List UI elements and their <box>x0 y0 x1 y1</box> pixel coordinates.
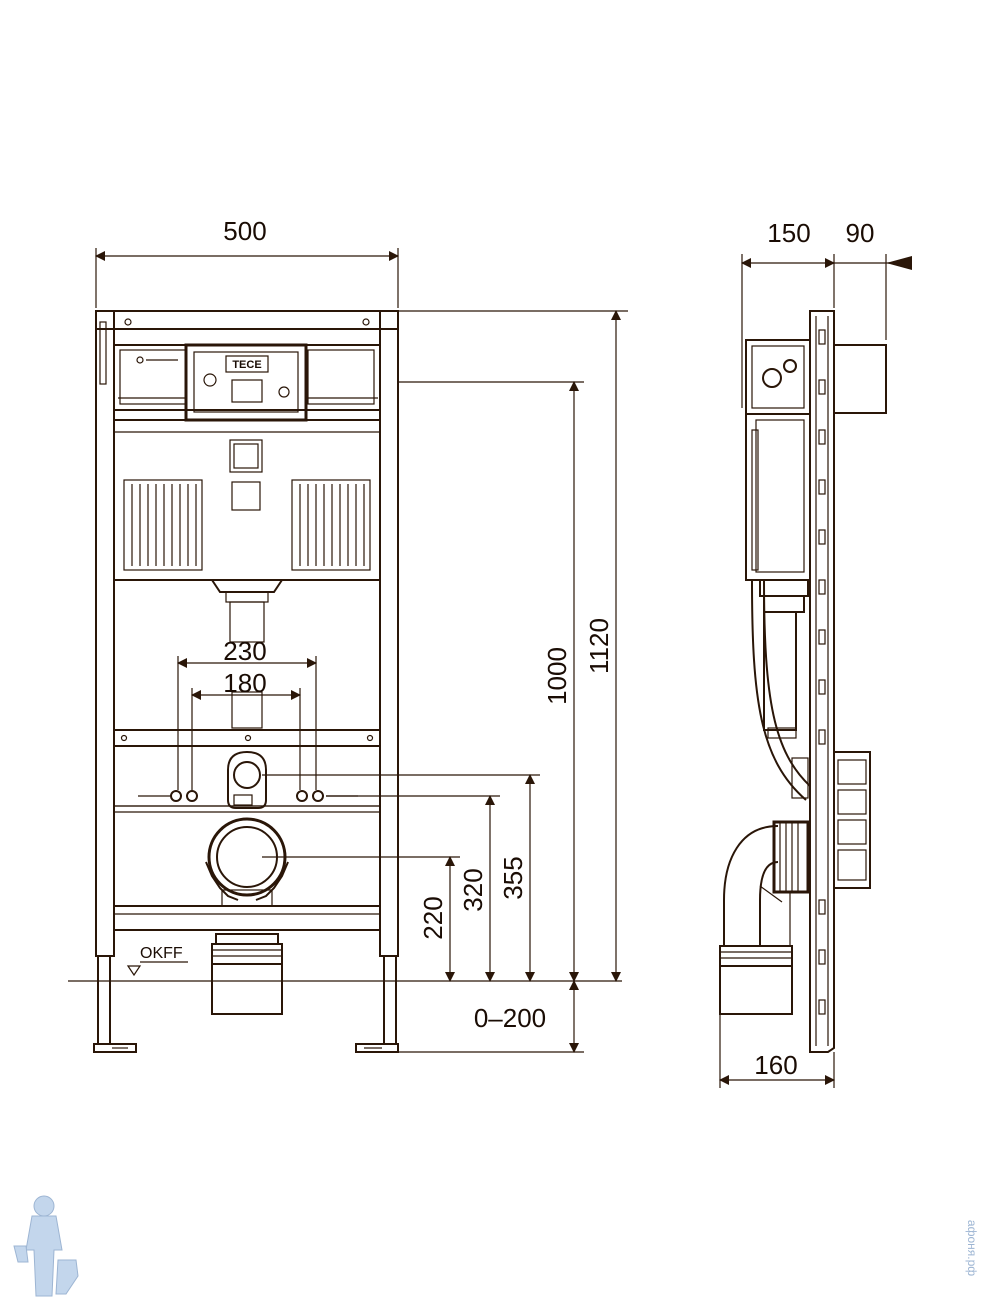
watermark-text: афоня.рф <box>965 1220 979 1276</box>
dim-width-500: 500 <box>223 216 266 246</box>
brand-logo: TECE <box>232 359 261 371</box>
plumber-mascot-icon <box>13 1195 79 1297</box>
dim-1000: 1000 <box>542 647 572 705</box>
dim-90: 90 <box>846 218 875 248</box>
dim-1120: 1120 <box>584 618 614 674</box>
side-dimensions: 150 90 160 <box>719 218 912 1088</box>
ribs-right <box>291 479 371 571</box>
dim-220: 220 <box>418 896 448 939</box>
dim-150: 150 <box>767 218 810 248</box>
floor-level-label: OKFF <box>140 945 183 962</box>
front-dimensions: 500 230 180 1120 1000 355 320 220 <box>95 216 628 1053</box>
side-view <box>719 310 887 1053</box>
ribs-left <box>123 479 203 571</box>
rail-holes <box>818 329 826 1015</box>
dim-355: 355 <box>498 856 528 899</box>
dim-160: 160 <box>754 1050 797 1080</box>
dim-180: 180 <box>223 668 266 698</box>
dim-320: 320 <box>458 868 488 911</box>
dim-230: 230 <box>223 636 266 666</box>
front-view: TECE <box>68 310 622 1053</box>
dim-0-200: 0–200 <box>474 1003 546 1033</box>
